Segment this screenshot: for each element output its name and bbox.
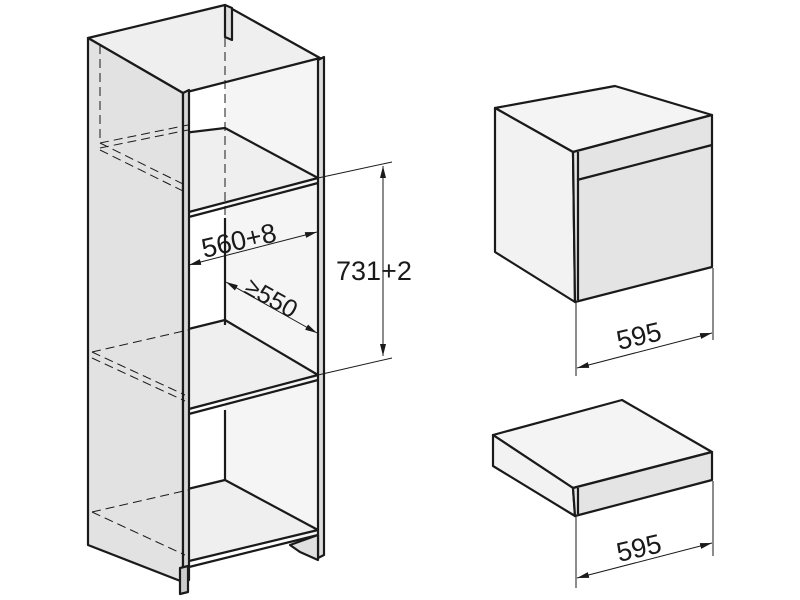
cabinet-shelf-lower-front-edge [184,378,319,417]
oven-width-arrow [576,332,713,369]
depth-dimension-arrow [225,281,318,334]
cabinet-plinth [288,533,320,562]
cabinet-rear-edge [223,3,234,42]
extension-line [317,161,393,179]
warming-drawer [491,398,714,518]
extension-line [317,357,393,376]
cabinet-bottom-front-edge [184,533,319,570]
cabinet-hidden-edge [91,329,189,353]
cabinet-hidden-edge [99,149,186,193]
cabinet-shelf-upper-front-edge [184,181,319,220]
cabinet-hidden-edge [91,357,186,402]
cabinet-hidden-edge [99,124,189,144]
oven-width-label: 595 [614,316,665,355]
cabinet-hidden-edge [91,351,186,396]
cabinet-foot [178,564,190,596]
oven-control-panel-line [576,143,713,182]
cabinet-right-panel-edge [316,55,326,560]
cabinet-left-panel-front-edge [181,88,191,585]
drawer-width-arrow [576,542,713,579]
oven-front [571,113,714,304]
cabinet-hidden-edge [91,511,186,556]
cabinet-back-wall [225,8,318,555]
cabinet-hidden-edge [99,142,186,186]
drawer-front [571,450,714,518]
cabinet-hidden-edge [99,129,189,149]
cabinet-hidden-edge [91,489,189,513]
drawer-width-label: 595 [614,528,665,567]
cabinet-left-side-panel [86,36,185,584]
oven [493,84,714,304]
width-dimension-arrow [188,231,318,266]
niche-height-label: 731+2 [336,256,412,286]
